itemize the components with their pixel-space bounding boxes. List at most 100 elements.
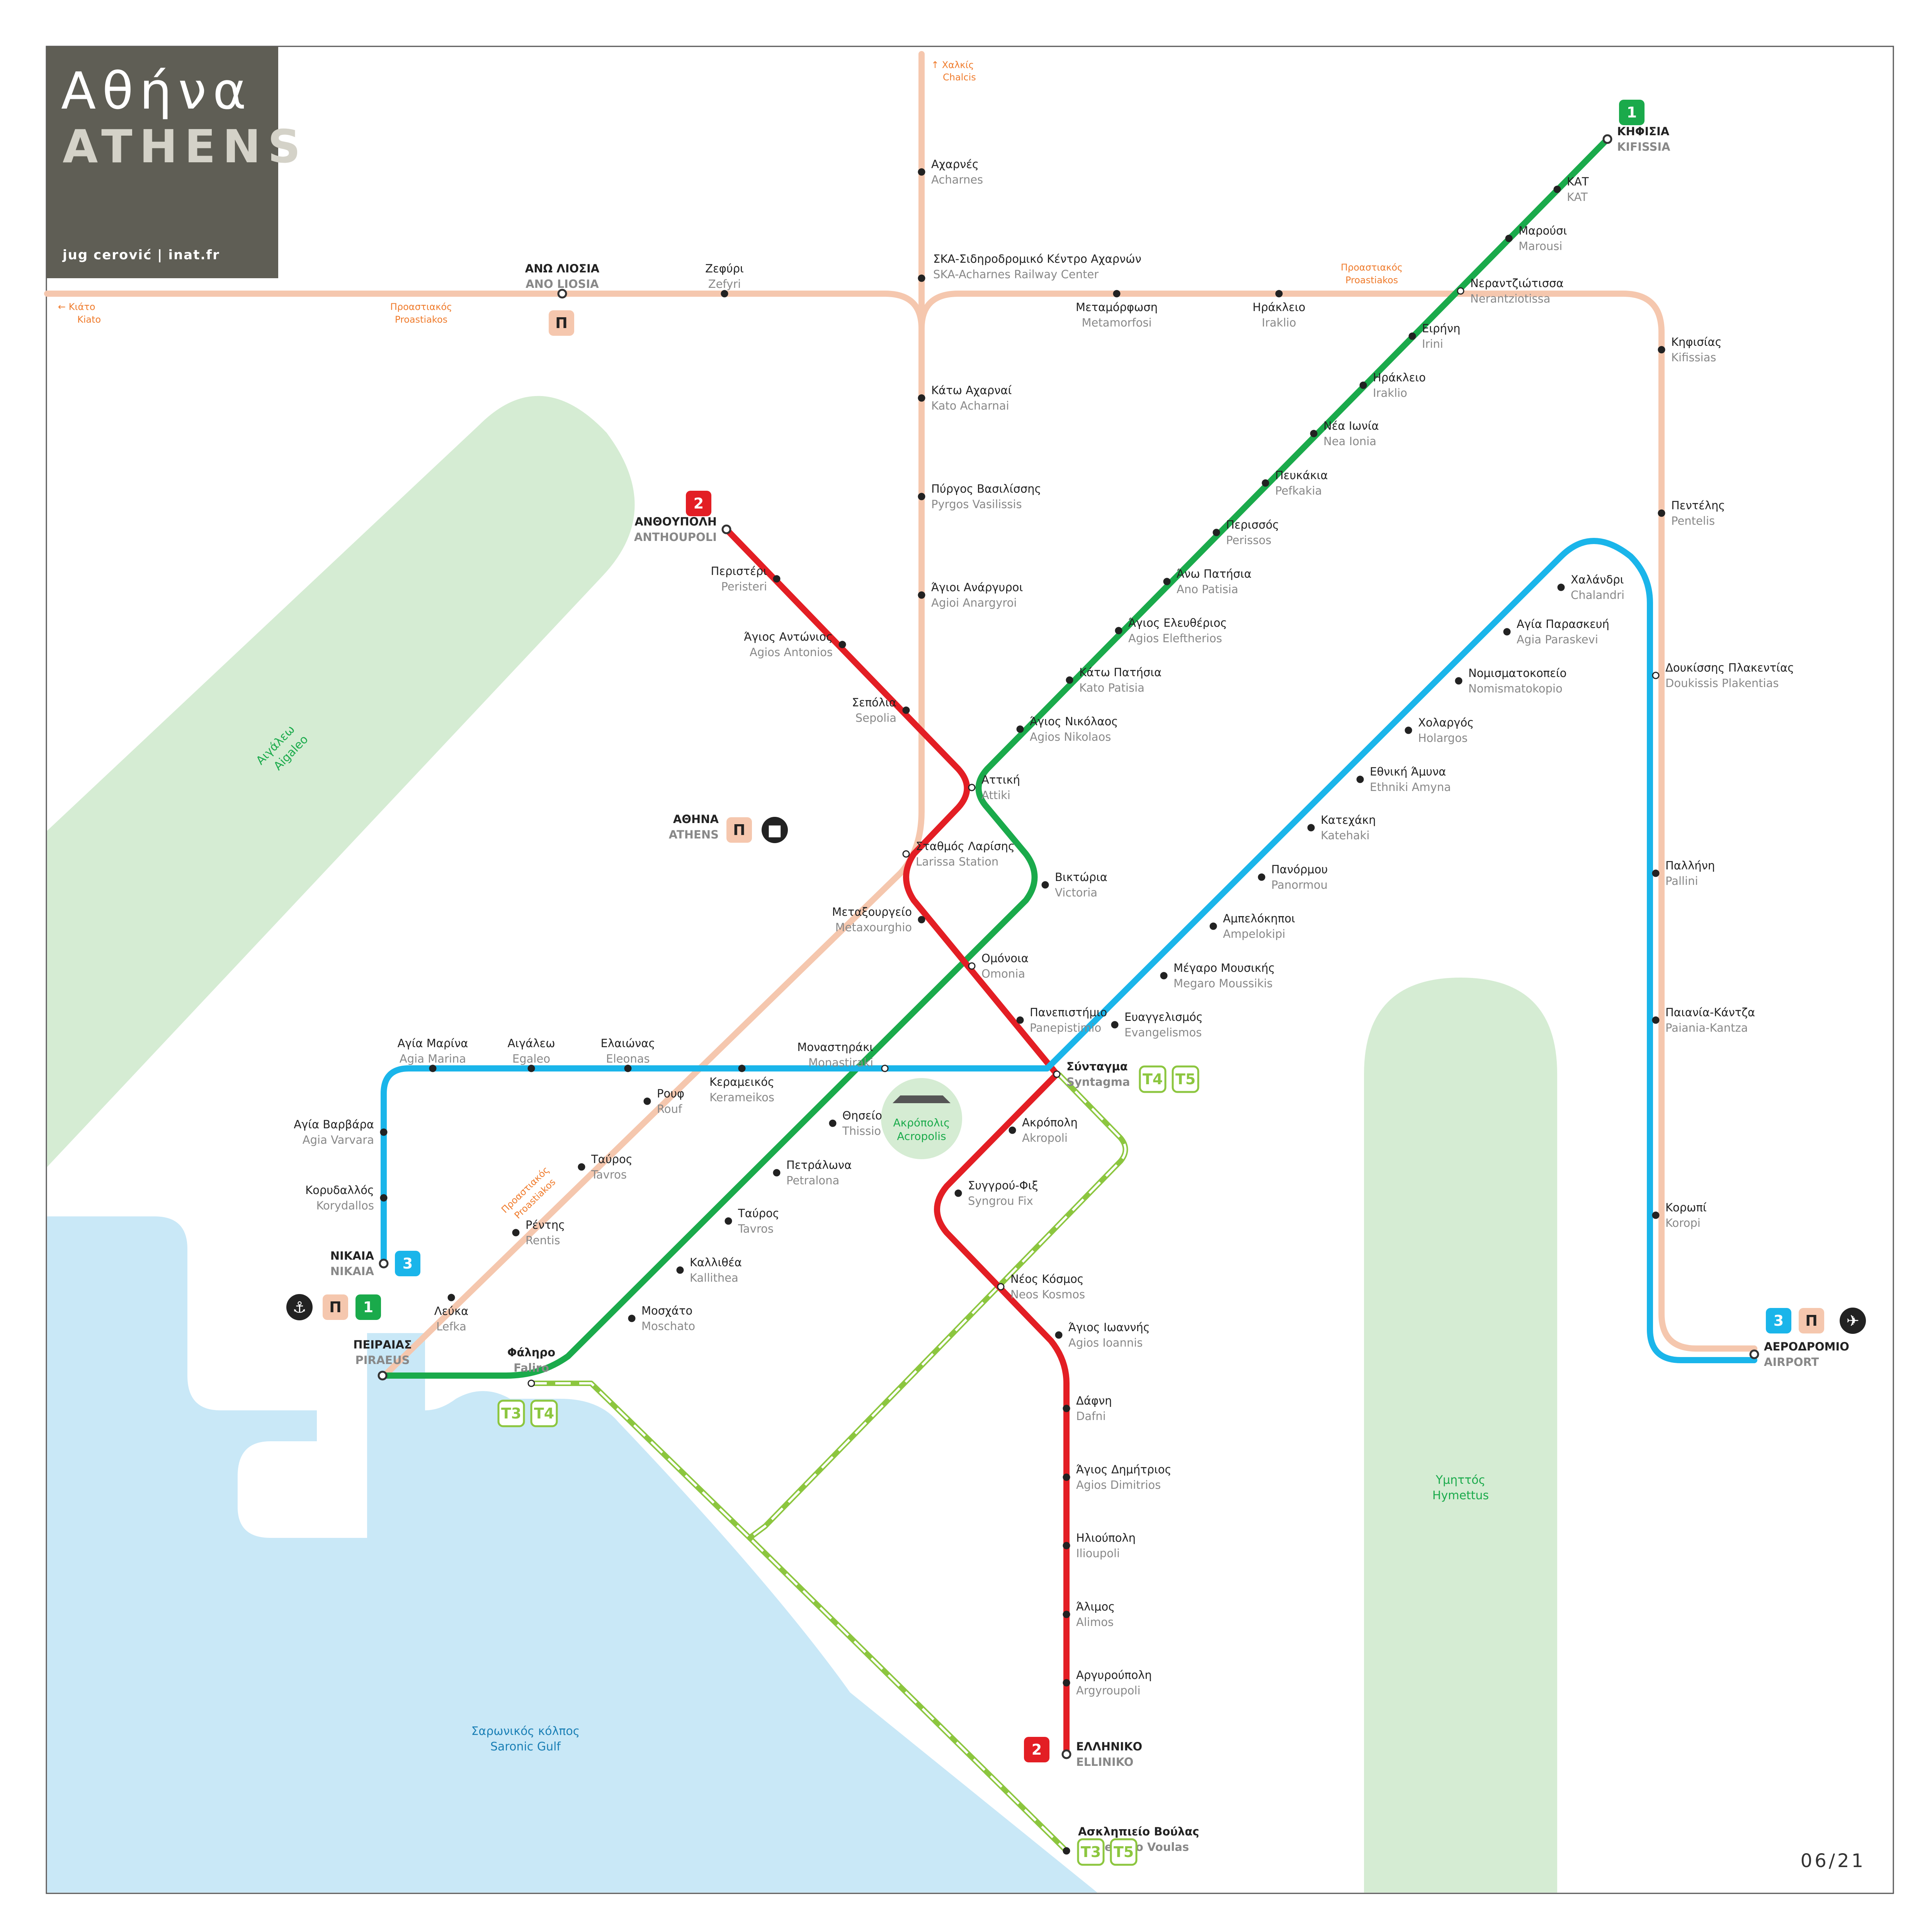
station-name-latin: ANO LIOSIA <box>526 277 599 291</box>
sea-saronic-gulf <box>47 1216 1097 1893</box>
credit: jug cerović | inat.fr <box>63 247 220 263</box>
station-dot <box>1063 1847 1070 1855</box>
line1-route <box>379 136 1611 1379</box>
station-name-latin: Kerameikos <box>709 1091 774 1104</box>
park-aigaleo <box>47 396 635 1167</box>
station-name-greek: Νομισματοκοπείο <box>1468 667 1566 680</box>
station-ska[interactable]: ΣΚΑ-Σιδηροδρομικό Κέντρο ΑχαρνώνSKA-Acha… <box>918 252 1141 282</box>
station-name-greek: Άνω Πατήσια <box>1177 567 1252 580</box>
station-dot <box>1557 583 1565 591</box>
station-name-greek: Κάτω Αχαρναί <box>931 384 1012 397</box>
sea-inlet-island <box>238 1441 367 1538</box>
line1-badge-kifissia-label: 1 <box>1627 104 1637 121</box>
station-dot <box>1652 869 1660 877</box>
station-name-greek: Καλλιθέα <box>690 1256 742 1269</box>
station-name-latin: Chalandri <box>1571 588 1624 602</box>
proastiakos-badge-athens-label: Π <box>733 821 745 838</box>
station-name-latin: Pentelis <box>1671 514 1715 527</box>
station-name-greek: Πύργος Βασιλίσσης <box>931 482 1041 495</box>
station-name-greek: Μοναστηράκι <box>797 1041 873 1054</box>
